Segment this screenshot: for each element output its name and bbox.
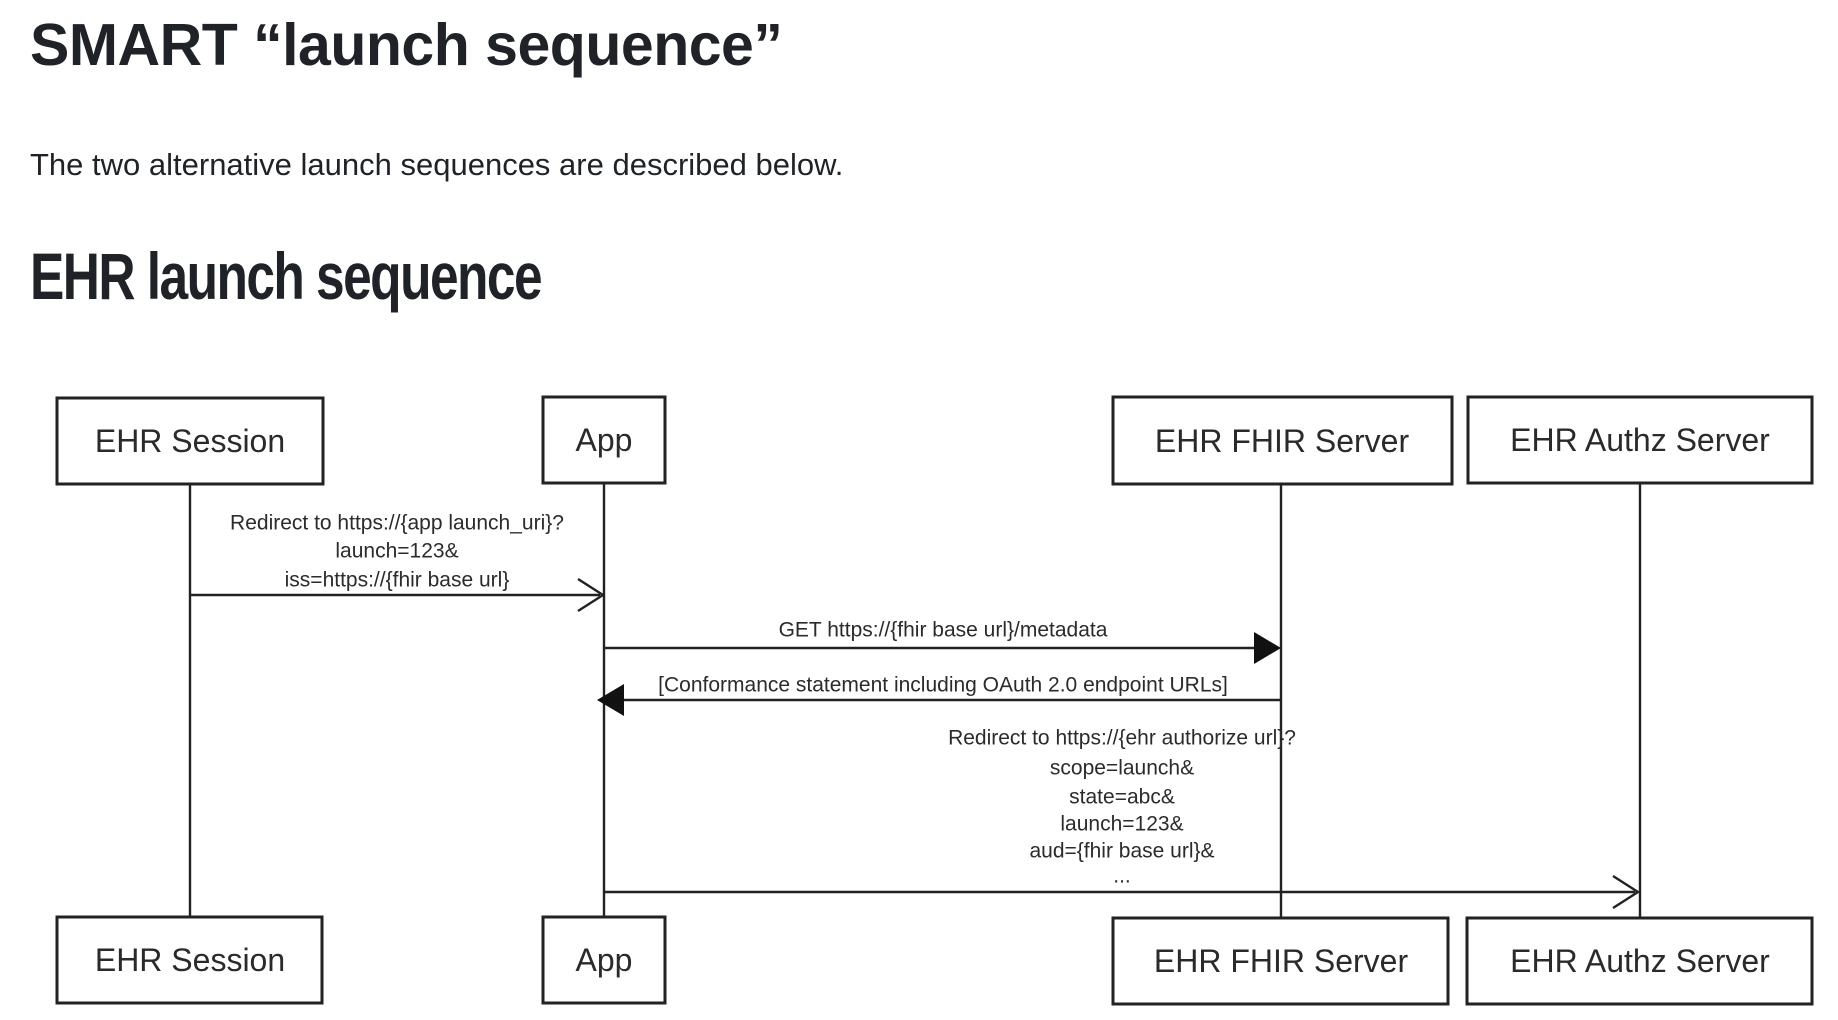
actor-label-ehr-fhir-server-top: EHR FHIR Server [1155, 423, 1410, 459]
message-4-label-line-5: aud={fhir base url}& [1029, 840, 1214, 863]
actor-box-ehr-fhir-server-bottom [1111, 916, 1450, 1006]
message-4-label-line-6: ... [1113, 865, 1131, 888]
actor-box-ehr-session-bottom [55, 915, 324, 1005]
actor-label-ehr-session-top: EHR Session [95, 423, 285, 459]
message-1-open-arrowhead-icon [577, 577, 606, 613]
actor-box-ehr-fhir-server-top [1111, 395, 1454, 486]
message-1-label-line-3: iss=https://{fhir base url} [285, 569, 510, 592]
message-4-label-line-1: Redirect to https://{ehr authorize url}? [948, 727, 1296, 750]
actor-box-ehr-authz-server-top [1466, 395, 1814, 485]
message-3-filled-arrowhead-icon [597, 684, 624, 716]
actor-label-app-top: App [576, 422, 633, 458]
actor-box-app-bottom [541, 915, 667, 1005]
message-1-label-line-2: launch=123& [335, 540, 458, 563]
message-4-label-line-4: launch=123& [1060, 813, 1183, 836]
message-3-label-line-1: [Conformance statement including OAuth 2… [658, 674, 1228, 697]
message-4-open-arrowhead-icon [1612, 874, 1641, 910]
message-1-label-line-1: Redirect to https://{app launch_uri}? [230, 512, 564, 535]
section-heading: EHR launch sequence [30, 239, 543, 313]
intro-paragraph: The two alternative launch sequences are… [30, 147, 844, 182]
message-4-label-line-3: state=abc& [1069, 786, 1175, 809]
message-2-filled-arrowhead-icon [1254, 632, 1281, 664]
sequence-diagram: EHR Session App EHR FHIR Server EHR Auth… [55, 395, 1814, 1006]
actor-label-ehr-session-bottom: EHR Session [95, 942, 285, 978]
message-4-label-line-2: scope=launch& [1050, 757, 1194, 780]
page-title: SMART “launch sequence” [30, 12, 783, 78]
actor-label-app-bottom: App [576, 942, 633, 978]
actor-box-ehr-session-top [55, 396, 325, 486]
actor-box-ehr-authz-server-bottom [1465, 916, 1814, 1006]
message-2-label-line-1: GET https://{fhir base url}/metadata [779, 619, 1108, 642]
actor-box-app-top [541, 395, 667, 485]
actor-label-ehr-authz-server-top: EHR Authz Server [1510, 422, 1770, 458]
actor-label-ehr-authz-server-bottom: EHR Authz Server [1510, 943, 1770, 979]
actor-label-ehr-fhir-server-bottom: EHR FHIR Server [1154, 943, 1409, 979]
